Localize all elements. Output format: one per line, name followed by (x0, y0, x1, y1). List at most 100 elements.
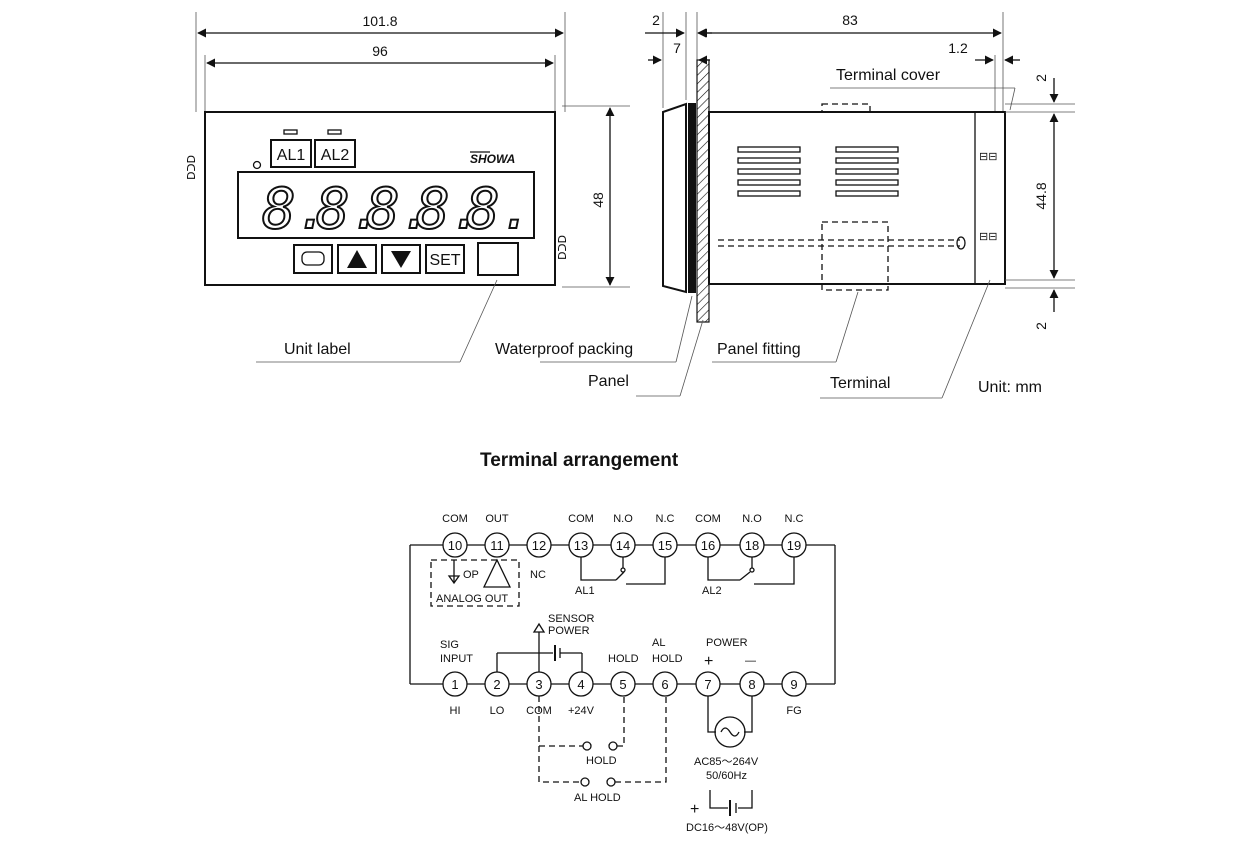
ac-supply-label: AC85～264V (694, 756, 759, 768)
al-hold-top-label: HOLD (652, 653, 683, 665)
display-digit: 8. (262, 177, 329, 242)
display-digit: 8. (366, 177, 433, 242)
mounting-panel (696, 59, 710, 323)
display-window (237, 171, 535, 239)
up-button[interactable] (337, 244, 377, 274)
panel-fitting-callout: Panel fitting (717, 341, 801, 358)
terminal-label: COM (695, 513, 721, 525)
al1-badge (270, 139, 312, 168)
ac-source-icon (714, 716, 746, 748)
side-bezel (662, 102, 687, 294)
terminal-1 (442, 671, 468, 697)
sensor-power-label: POWER (548, 625, 590, 637)
sig-label: SIG (440, 639, 459, 651)
analog-out-label: ANALOG OUT (436, 593, 508, 605)
terminal-number: 15 (658, 538, 672, 553)
terminal-screws-top: ⊟⊟ (979, 151, 997, 163)
dim-2-bottom: 2 (1033, 322, 1049, 330)
terminal-cover-tab (821, 103, 871, 113)
terminal-cover-callout: Terminal cover (836, 67, 941, 84)
sensor-label: SENSOR (548, 613, 595, 625)
dim-101-8: 101.8 (362, 13, 397, 29)
al1-lamp (283, 129, 298, 135)
terminal-label: COM (568, 513, 594, 525)
panel-fitting-bracket (821, 221, 889, 291)
up-arrow-icon (347, 250, 367, 268)
terminal-number: 14 (616, 538, 630, 553)
waterproof-packing-callout: Waterproof packing (495, 341, 633, 358)
right-clip-icon: ᗡᑕᗡ (555, 235, 567, 260)
terminal-callout: Terminal (830, 375, 890, 392)
dim-48: 48 (590, 192, 606, 208)
terminal-arrangement-title: Terminal arrangement (480, 450, 679, 471)
al2-label: AL2 (321, 147, 350, 164)
front-view: 101.8 96 ᗡᑕᗡ ᗡᑕᗡ AL1 AL2 SHOWA 8.8.8.8.8… (184, 12, 630, 363)
freq-label: 50/60Hz (706, 770, 747, 782)
dc-supply-label: DC16～48V(OP) (686, 822, 768, 834)
unit-label-leader (459, 279, 498, 363)
al-hold-switch-label: AL HOLD (574, 792, 621, 804)
terminal-number: 13 (574, 538, 588, 553)
terminal-6 (652, 671, 678, 697)
dim-83: 83 (842, 12, 858, 28)
set-button[interactable] (425, 244, 465, 274)
terminal-number: 19 (787, 538, 801, 553)
unit-label-callout: Unit label (284, 341, 351, 358)
down-arrow-icon (391, 251, 411, 268)
down-button[interactable] (381, 244, 421, 274)
terminal-number: 12 (532, 538, 546, 553)
housing (708, 111, 1006, 285)
input-label: INPUT (440, 653, 473, 665)
panel-callout: Panel (588, 373, 629, 390)
terminal-9 (781, 671, 807, 697)
terminal-10 (442, 532, 468, 558)
terminal-label: HI (450, 705, 461, 717)
terminal-4 (568, 671, 594, 697)
al-top-label: AL (652, 637, 665, 649)
terminal-label: COM (442, 513, 468, 525)
terminal-number: 7 (704, 677, 711, 692)
dim-44-8: 44.8 (1033, 182, 1049, 209)
terminal-number: 1 (451, 677, 458, 692)
terminal-number: 11 (490, 538, 504, 553)
analog-out-box (430, 559, 520, 607)
al2-lamp (327, 129, 342, 135)
terminal-5 (610, 671, 636, 697)
terminal-label: N.O (742, 513, 762, 525)
op-label: OP (463, 569, 479, 581)
terminal-label: N.C (656, 513, 675, 525)
seven-segment-digits: 8.8.8.8.8. (261, 176, 534, 243)
terminal-number: 2 (493, 677, 500, 692)
hold-top-label: HOLD (608, 653, 639, 665)
brand-logo: SHOWA (470, 152, 515, 166)
status-led (252, 160, 262, 170)
front-bezel (204, 111, 556, 286)
al2-badge (314, 139, 356, 168)
terminal-12 (526, 532, 552, 558)
mode-button[interactable] (293, 244, 333, 274)
terminal-number: 18 (745, 538, 759, 553)
terminal-label: OUT (485, 513, 509, 525)
terminal-number: 16 (701, 538, 715, 553)
dim-1-2: 1.2 (948, 40, 968, 56)
terminal-11 (484, 532, 510, 558)
al2-relay-label: AL2 (702, 585, 722, 597)
al1-label: AL1 (277, 147, 306, 164)
terminal-number: 5 (619, 677, 626, 692)
display-digit: 8. (466, 177, 533, 242)
terminal-label: +24V (568, 705, 595, 717)
terminal-label: N.O (613, 513, 633, 525)
side-view: 2 83 7 1.2 (495, 12, 1075, 399)
dim-7: 7 (673, 40, 681, 56)
dim-2-top: 2 (1033, 74, 1049, 82)
terminal-number: 4 (577, 677, 584, 692)
terminal-number: 3 (535, 677, 542, 692)
unit-label-area (477, 242, 519, 276)
set-button-label: SET (429, 252, 460, 269)
terminal-number: 9 (790, 677, 797, 692)
waterproof-packing (688, 103, 696, 293)
display-digit: 8. (416, 177, 483, 242)
terminal-number: 6 (661, 677, 668, 692)
